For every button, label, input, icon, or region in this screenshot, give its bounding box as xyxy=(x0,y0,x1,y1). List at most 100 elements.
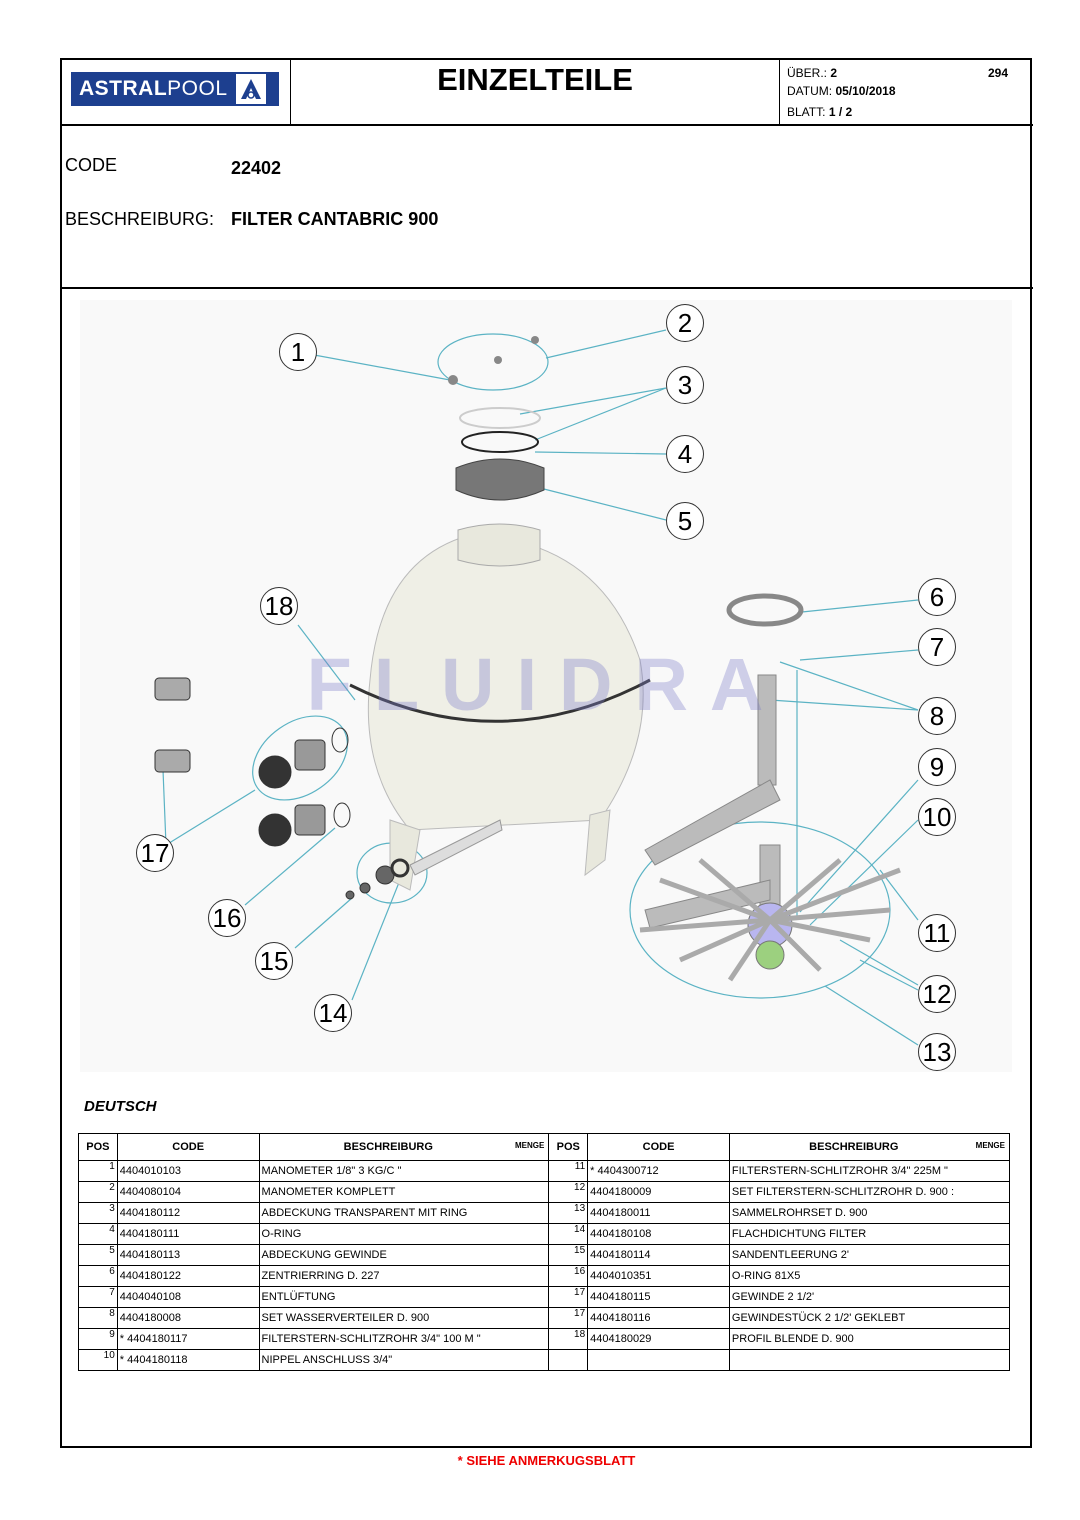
part-code: 4404180008 xyxy=(116,1307,260,1329)
parts-table: POS CODE BESCHREIBURG MENGE POS CODE BESC… xyxy=(78,1133,1011,1371)
col-qty: MENGE xyxy=(515,1141,545,1150)
part-code: 4404180113 xyxy=(116,1244,260,1266)
part-code: 4404180111 xyxy=(116,1223,260,1245)
side-fittings xyxy=(154,677,503,900)
ueber-label: ÜBER.: xyxy=(787,66,828,80)
part-position: 14 xyxy=(548,1223,589,1245)
table-header-row: POS CODE BESCHREIBURG MENGE POS CODE BESC… xyxy=(78,1133,1011,1161)
part-code xyxy=(587,1349,730,1371)
logo-text-bold: ASTRAL xyxy=(79,77,168,100)
callout-2: 2 xyxy=(666,304,704,342)
col-desc-label: BESCHREIBURG xyxy=(343,1141,433,1153)
part-description: SET WASSERVERTEILER D. 900 xyxy=(258,1307,550,1329)
part-description: MANOMETER 1/8" 3 KG/C " xyxy=(258,1160,550,1182)
part-position: 11 xyxy=(548,1160,589,1182)
document-title: EINZELTEILE xyxy=(437,62,633,97)
part-position: 8 xyxy=(78,1307,118,1329)
part-position: 5 xyxy=(78,1244,118,1266)
col-code: CODE xyxy=(587,1133,730,1161)
callout-11: 11 xyxy=(918,914,956,952)
divider xyxy=(60,124,1033,126)
fluidra-watermark: FLUIDRA xyxy=(307,643,786,726)
blatt-label: BLATT: xyxy=(787,105,826,119)
part-code: 4404180115 xyxy=(587,1286,730,1308)
col-pos: POS xyxy=(548,1133,589,1161)
callout-9: 9 xyxy=(918,748,956,786)
part-position: 17 xyxy=(548,1286,589,1308)
astralpool-a-icon xyxy=(235,74,266,104)
datum-field: DATUM: 05/10/2018 xyxy=(787,84,896,98)
filter-tank xyxy=(349,523,651,891)
col-desc: BESCHREIBURG MENGE xyxy=(728,1133,1011,1161)
col-code: CODE xyxy=(116,1133,260,1161)
part-code: * 4404300712 xyxy=(587,1160,730,1182)
part-description: ZENTRIERRING D. 227 xyxy=(258,1265,550,1287)
col-qty: MENGE xyxy=(975,1141,1005,1150)
part-code: * 4404180118 xyxy=(116,1349,260,1371)
callout-6: 6 xyxy=(918,578,956,616)
divider xyxy=(60,287,1033,289)
ueber-field: ÜBER.: 2 xyxy=(787,66,837,80)
col-desc: BESCHREIBURG MENGE xyxy=(258,1133,550,1161)
part-code: 4404080104 xyxy=(116,1181,260,1203)
part-code: 4404180009 xyxy=(587,1181,730,1203)
part-position: 16 xyxy=(548,1265,589,1287)
callout-13: 13 xyxy=(918,1033,956,1071)
part-position: 10 xyxy=(78,1349,118,1371)
divider xyxy=(779,58,780,125)
part-code: 4404180029 xyxy=(587,1328,730,1350)
part-position: 6 xyxy=(78,1265,118,1287)
part-position: 7 xyxy=(78,1286,118,1308)
callout-14: 14 xyxy=(314,994,352,1032)
distributor-parts xyxy=(639,593,901,982)
code-label: CODE xyxy=(65,155,118,175)
part-position: 4 xyxy=(78,1223,118,1245)
diagram-drawing: FLUIDRA xyxy=(154,329,919,1046)
col-pos: POS xyxy=(78,1133,118,1161)
part-code: 4404180116 xyxy=(587,1307,730,1329)
logo-text-light: POOL xyxy=(167,77,228,100)
part-description: GEWINDE 2 1/2' xyxy=(728,1286,1011,1308)
part-code: 4404180114 xyxy=(587,1244,730,1266)
ueber-value: 2 xyxy=(830,66,838,80)
part-code: 4404180122 xyxy=(116,1265,260,1287)
language-label: DEUTSCH xyxy=(84,1098,157,1115)
blatt-value: 1 / 2 xyxy=(828,105,853,119)
callout-1: 1 xyxy=(279,333,317,371)
callout-7: 7 xyxy=(918,628,956,666)
part-description: MANOMETER KOMPLETT xyxy=(258,1181,550,1203)
callout-10: 10 xyxy=(918,798,956,836)
part-position: 18 xyxy=(548,1328,589,1350)
part-code: 4404180112 xyxy=(116,1202,260,1224)
leader-lines xyxy=(162,329,919,1046)
part-code: 4404040108 xyxy=(116,1286,260,1308)
part-description: ABDECKUNG TRANSPARENT MIT RING xyxy=(258,1202,550,1224)
callout-17: 17 xyxy=(136,834,174,872)
part-position xyxy=(548,1349,589,1371)
footnote: * SIEHE ANMERKUGSBLATT xyxy=(457,1453,636,1468)
col-desc-label: BESCHREIBURG xyxy=(809,1141,899,1153)
callout-12: 12 xyxy=(918,975,956,1013)
part-description: ABDECKUNG GEWINDE xyxy=(258,1244,550,1266)
callout-5: 5 xyxy=(666,502,704,540)
part-position: 17 xyxy=(548,1307,589,1329)
callout-4: 4 xyxy=(666,435,704,473)
page-frame xyxy=(60,58,1032,1448)
part-description: GEWINDESTÜCK 2 1/2' GEKLEBT xyxy=(728,1307,1011,1329)
part-description: NIPPEL ANSCHLUSS 3/4" xyxy=(258,1349,550,1371)
divider xyxy=(290,58,291,125)
callout-18: 18 xyxy=(260,587,298,625)
datum-label: DATUM: xyxy=(787,84,833,98)
part-code: 4404010351 xyxy=(587,1265,730,1287)
part-code: 4404180108 xyxy=(587,1223,730,1245)
part-position: 13 xyxy=(548,1202,589,1224)
part-position: 12 xyxy=(548,1181,589,1203)
callout-8: 8 xyxy=(918,697,956,735)
